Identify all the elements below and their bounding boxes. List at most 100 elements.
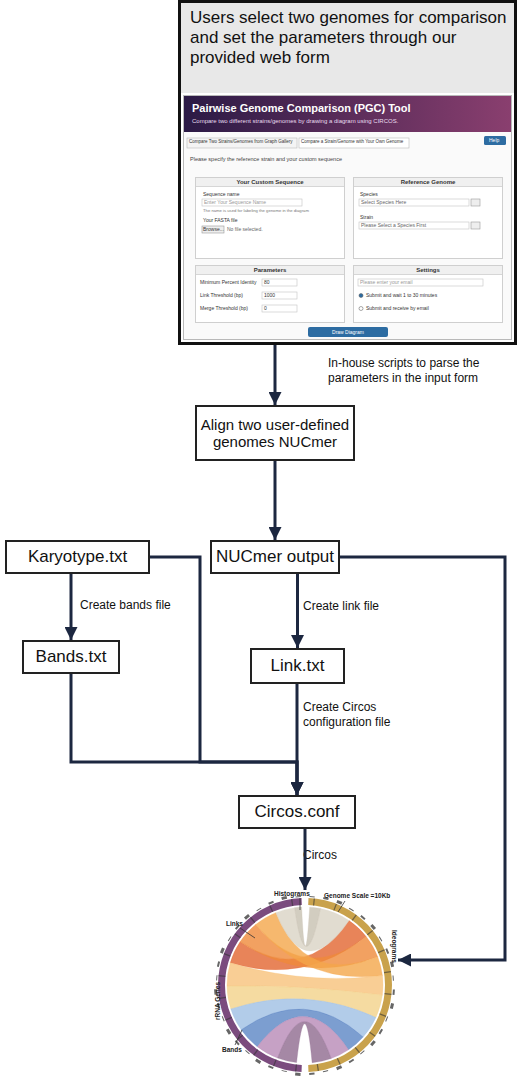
band-mark <box>355 1047 360 1053</box>
histogram-bar <box>220 948 225 954</box>
band-mark <box>237 1035 243 1040</box>
band-mark <box>369 1032 375 1037</box>
band-mark <box>317 1064 319 1071</box>
node-text: Ideograms <box>391 930 398 963</box>
node-label: Histograms <box>274 890 310 897</box>
form-label: Please Select a Species First <box>361 223 426 228</box>
node-label: Reference Genome <box>354 178 502 187</box>
histogram-bar <box>336 900 342 905</box>
node-text: rRNA Genes <box>214 982 221 1020</box>
node-label: Circos.conf <box>254 802 339 822</box>
form-label: No file selected. <box>227 227 263 232</box>
ideogram-arc <box>308 898 392 1072</box>
histogram-bar <box>385 948 389 954</box>
histogram-bar <box>226 1029 231 1035</box>
process-box: Align two user-defined genomes NUCmer <box>195 405 355 461</box>
histogram-bar <box>392 975 393 980</box>
histogram-bar <box>282 1070 287 1072</box>
histogram-bar <box>268 901 274 905</box>
band-mark <box>378 949 385 953</box>
file-box: Link.txt <box>250 648 345 684</box>
flow-arrow <box>296 684 299 795</box>
band-mark <box>295 1064 297 1071</box>
form-label: Compare a Strain/Genome with Your Own Ge… <box>301 140 403 145</box>
form-label: Select Species Here <box>361 200 406 205</box>
form-label: Your FASTA file <box>203 218 237 223</box>
histogram-bar <box>392 989 394 994</box>
band-mark <box>218 975 225 977</box>
histogram-bar <box>349 908 354 912</box>
edge-label: In-house scripts to parse the parameters… <box>328 356 513 386</box>
link-ribbon <box>295 907 321 946</box>
histogram-bar <box>379 936 383 941</box>
form-label: 1000 <box>264 293 275 298</box>
edge-label: Create bands file <box>80 598 200 613</box>
histogram-bar <box>268 1065 274 1069</box>
node-text: Genome Scale =10Kb <box>324 892 390 899</box>
form-label: Enter Your Sequence Name <box>204 200 266 205</box>
histogram-bar <box>244 914 250 920</box>
form-label: Species <box>360 192 378 197</box>
form-section: Reference Genome <box>353 177 503 259</box>
link-ribbon <box>241 1009 363 1050</box>
form-label: 0 <box>264 306 267 311</box>
form-label: Submit and wait 1 to 30 minutes <box>366 293 437 298</box>
band-mark <box>225 1017 232 1021</box>
file-box: NUCmer output <box>210 540 340 574</box>
edge-label: Create Circos configuration file <box>303 700 423 730</box>
form-label: Minimum Percent Identity <box>200 280 256 285</box>
node-label: Bands.txt <box>36 647 107 667</box>
edge-label: Create link file <box>303 599 423 614</box>
histogram-bar <box>379 1029 383 1035</box>
histogram-bar <box>235 1040 240 1045</box>
node-label: NUCmer output <box>216 547 334 567</box>
band-mark <box>352 914 357 920</box>
band-mark <box>224 953 231 957</box>
link-ribbon <box>278 1022 331 1063</box>
node-label: Pairwise Genome Comparison (PGC) Tool <box>192 102 502 114</box>
node-text: Compare two different strains/genomes by… <box>192 118 502 124</box>
histogram-bar <box>349 1059 355 1063</box>
browse-button <box>202 226 224 233</box>
node-label: Align two user-defined genomes NUCmer <box>197 416 353 451</box>
form-label: Submit and receive by email <box>366 306 429 311</box>
band-mark <box>250 917 255 923</box>
file-box: Bands.txt <box>22 640 120 674</box>
band-mark <box>291 899 293 906</box>
flow-arrow <box>340 557 505 960</box>
band-mark <box>367 930 373 935</box>
form-label: Help <box>489 138 499 143</box>
histogram-bar <box>360 915 365 920</box>
link-ribbon <box>276 908 349 951</box>
band-mark <box>313 898 315 905</box>
file-box: Karyotype.txt <box>5 540 150 574</box>
leader-line <box>235 1030 242 1045</box>
node-label: Settings <box>354 266 502 275</box>
histogram-bar <box>217 961 220 967</box>
flow-arrow <box>296 574 299 648</box>
node-label: Users select two genomes for comparison … <box>190 8 510 68</box>
band-mark <box>384 971 391 973</box>
leader-line <box>338 901 345 912</box>
leader-line <box>300 898 301 910</box>
histogram-bar <box>323 1070 328 1072</box>
node-label: Parameters <box>196 266 344 275</box>
node-text: Bands <box>222 1046 242 1053</box>
histogram-bar <box>216 975 217 980</box>
form-label: Please specify the reference strain and … <box>190 157 342 163</box>
band-mark <box>273 1059 277 1066</box>
form-label: 80 <box>264 280 270 285</box>
node-text: Links <box>226 920 243 927</box>
node-label: Draw Diagram <box>332 329 364 335</box>
histogram-bar <box>360 1050 365 1054</box>
flow-arrow <box>274 345 277 405</box>
node-label: Your Custom Sequence <box>196 178 344 187</box>
node-label: Link.txt <box>271 656 325 676</box>
leader-line <box>240 928 255 938</box>
form-label: Please enter your email <box>360 280 413 285</box>
flow-arrow <box>274 461 277 540</box>
form-label: Strain <box>360 215 373 220</box>
form-label: Merge Threshold (bp) <box>200 306 248 311</box>
histogram-bar <box>295 1072 301 1075</box>
